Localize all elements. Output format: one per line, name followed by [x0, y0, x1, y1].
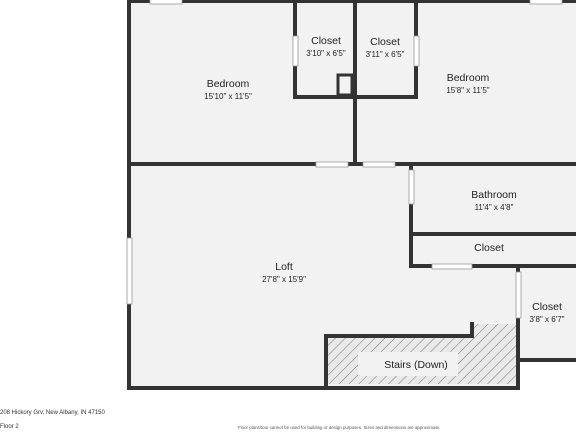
disclaimer-text: Floor plans/tour cannot be used for buil… — [238, 425, 441, 430]
bedroom-left-dims: 15'10" x 11'5" — [204, 92, 252, 101]
bedroom-right-dims: 15'8" x 11'5" — [446, 86, 489, 95]
bedroom-right-name: Bedroom — [447, 72, 490, 84]
closet-hall-name: Closet — [474, 242, 504, 254]
stairs-name: Stairs (Down) — [384, 359, 448, 371]
closet-2-name: Closet — [370, 36, 400, 48]
closet-3-dims: 3'8" x 6'7" — [530, 315, 565, 324]
bathroom-name: Bathroom — [471, 189, 517, 201]
bathroom-dims: 11'4" x 4'8" — [475, 203, 514, 212]
loft-dims: 27'8" x 15'9" — [262, 275, 306, 284]
closet-2-dims: 3'11" x 6'5" — [366, 50, 405, 59]
loft-name: Loft — [275, 261, 293, 273]
floor-area — [129, 0, 576, 388]
stairs-area — [326, 324, 518, 384]
closet-1-name: Closet — [311, 35, 341, 47]
openings — [126, 0, 563, 319]
closet-3-name: Closet — [532, 301, 562, 313]
closet-1-dims: 3'10" x 6'5" — [306, 49, 346, 58]
floor-label: Floor 2 — [0, 424, 19, 430]
address-text: 208 Hickory Grv, New Albany, IN 47150 — [0, 410, 105, 416]
bedroom-left-name: Bedroom — [207, 78, 250, 90]
